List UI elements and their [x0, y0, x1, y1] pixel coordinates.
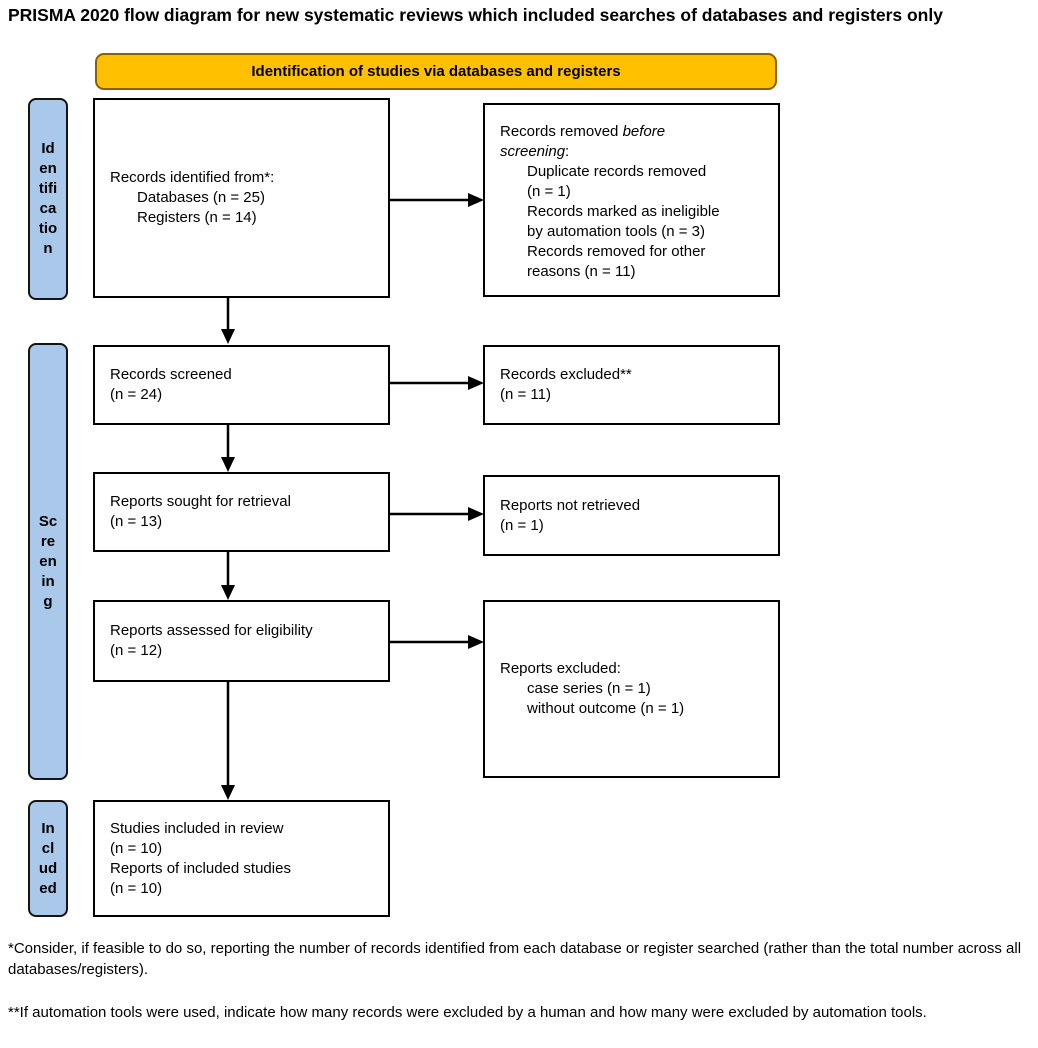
box-records-screened: Records screened (n = 24) [93, 345, 390, 425]
arrow-assessed-to-included [221, 682, 235, 800]
arrow-assessed-to-reports-excluded [390, 635, 484, 649]
box-text-line: Reports assessed for eligibility [110, 622, 313, 639]
box-text-line: Records screened [110, 366, 232, 383]
identification-via-databases-banner: Identification of studies via databases … [95, 53, 777, 90]
box-text-line: (n = 24) [110, 386, 163, 403]
box-text-line: Registers (n = 14) [137, 209, 257, 226]
stage-label-included: In cl ud ed [28, 800, 68, 917]
box-reports-not-retrieved: Reports not retrieved (n = 1) [483, 475, 780, 556]
banner-label: Identification of studies via databases … [251, 63, 621, 80]
box-text-line: (n = 10) [110, 839, 163, 857]
stage-label-identification: Id en tifi ca tio n [28, 98, 68, 300]
box-text-line: without outcome (n = 1) [527, 700, 685, 717]
box-text-line: (n = 12) [110, 642, 163, 659]
box-text-line: Duplicate records removed [527, 163, 707, 180]
box-text-line: Reports not retrieved [500, 496, 641, 514]
box-text-line: Records marked as ineligible [527, 203, 720, 220]
box-text-line: screening: [500, 143, 570, 160]
box-text-line: Reports sought for retrieval [110, 493, 291, 510]
arrow-sought-to-assessed [221, 552, 235, 600]
box-reports-sought-for-retrieval: Reports sought for retrieval (n = 13) [93, 472, 390, 552]
page-title: PRISMA 2020 flow diagram for new systema… [8, 5, 943, 25]
box-text-line: Records removed for other [527, 243, 706, 260]
box-text-line: reasons (n = 11) [527, 263, 636, 280]
box-text-line: Records removed before [500, 123, 666, 140]
box-text-line: Records identified from*: [110, 169, 275, 186]
box-text-line: (n = 1) [500, 516, 544, 534]
box-studies-included-in-review: Studies included in review (n = 10) Report… [93, 800, 390, 917]
box-text-line: (n = 11) [500, 386, 551, 403]
box-text-line: Reports of included studies [110, 859, 291, 877]
arrow-identified-to-screened [221, 298, 235, 344]
box-reports-assessed-for-eligibility: Reports assessed for eligibility (n = 12) [93, 600, 390, 682]
box-text-line: Databases (n = 25) [137, 189, 265, 206]
box-text-line: Records excluded** [500, 366, 632, 383]
arrow-sought-to-not-retrieved [390, 507, 484, 521]
arrow-screened-to-sought [221, 425, 235, 472]
box-text-line: case series (n = 1) [527, 680, 651, 697]
box-text-line: by automation tools (n = 3) [527, 223, 706, 240]
box-reports-excluded: Reports excluded: case series (n = 1) with… [483, 600, 780, 778]
box-text-line: (n = 13) [110, 513, 163, 530]
stage-label-screening: Sc re en in g [28, 343, 68, 780]
arrow-screened-to-excluded [390, 376, 484, 390]
arrow-identified-to-removed [390, 193, 484, 207]
footnote-automation-tools: **If automation tools were used, indicat… [8, 1004, 927, 1021]
footnote-databases: *Consider, if feasible to do so, reporti… [8, 940, 1022, 978]
box-records-excluded: Records excluded** (n = 11) [483, 345, 780, 425]
box-text-line: (n = 10) [110, 879, 163, 897]
box-records-removed-before-screening: Records removed before screening: Duplicat… [483, 103, 780, 297]
box-records-identified: Records identified from*: Databases (n = … [93, 98, 390, 298]
box-text-line: Reports excluded: [500, 660, 621, 677]
box-text-line: (n = 1) [527, 183, 571, 200]
box-text-line: Studies included in review [110, 819, 284, 837]
